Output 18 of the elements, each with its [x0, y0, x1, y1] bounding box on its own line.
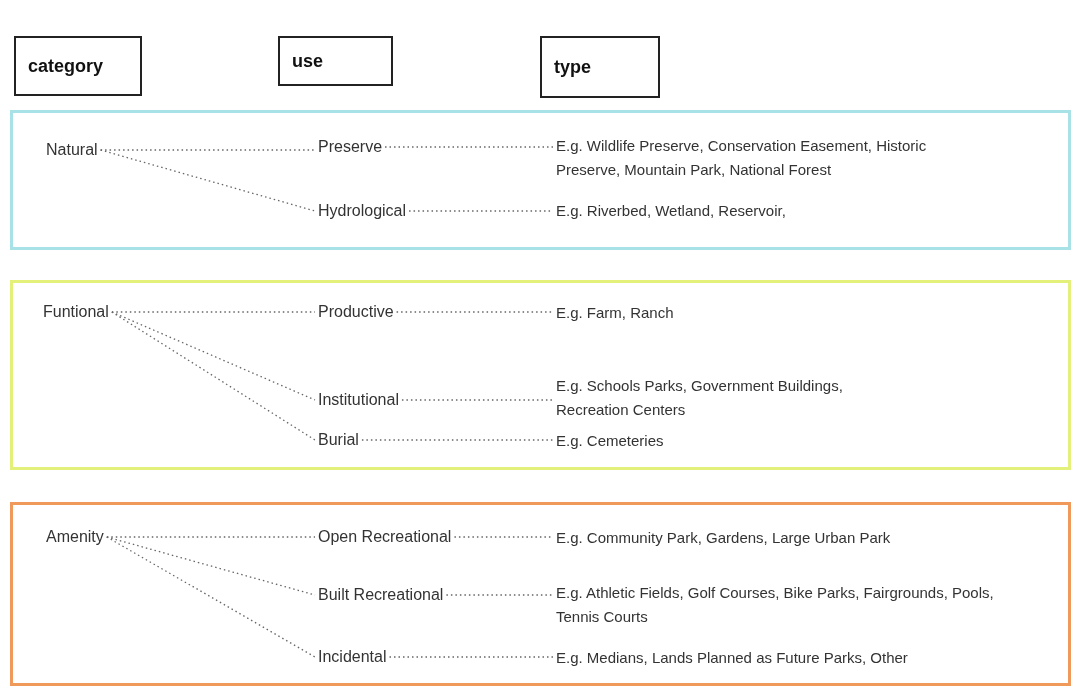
- header-box: category: [14, 36, 142, 96]
- group-band: [10, 280, 1071, 470]
- dotted-connector: [106, 536, 316, 658]
- dotted-connector: [99, 149, 316, 151]
- dotted-connector: [395, 311, 554, 313]
- dotted-connector: [361, 439, 554, 441]
- dotted-connector: [384, 146, 554, 148]
- header-box: type: [540, 36, 660, 98]
- dotted-connector: [111, 311, 316, 313]
- header-box: use: [278, 36, 393, 86]
- dotted-connector: [106, 536, 316, 538]
- group-band: [10, 502, 1071, 686]
- dotted-connector: [111, 311, 316, 441]
- dotted-connector: [99, 149, 316, 212]
- dotted-connector: [388, 656, 554, 658]
- group-band: [10, 110, 1071, 250]
- dotted-connector: [445, 594, 554, 596]
- dotted-connector: [401, 399, 554, 401]
